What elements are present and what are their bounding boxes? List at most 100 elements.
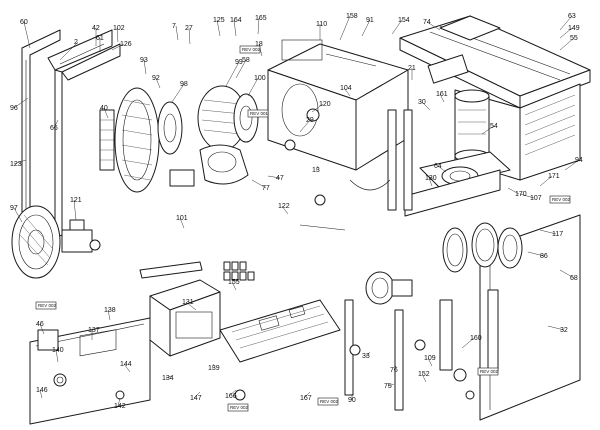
small-fittings	[115, 108, 475, 401]
part-callout: 140	[52, 347, 64, 354]
pipework	[139, 109, 499, 411]
leader-line	[107, 309, 111, 321]
part-callout: 27	[185, 25, 193, 32]
control-box	[149, 279, 221, 357]
leader-line	[185, 301, 197, 311]
part-callout: 47	[276, 175, 284, 182]
part-callout: 102	[113, 25, 125, 32]
part-callout: 170	[515, 191, 527, 198]
leader-line	[391, 19, 403, 35]
terminal-blocks	[223, 261, 255, 281]
part-callout: 158	[346, 13, 358, 20]
revision-tag-label: REV 002	[320, 399, 339, 404]
leader-line	[559, 27, 573, 39]
part-callout: 76	[390, 367, 398, 374]
leader-line	[387, 383, 395, 387]
part-callout: 104	[340, 85, 352, 92]
part-callout: 93	[140, 57, 148, 64]
revision-tag: REV 002	[227, 403, 249, 412]
leader-line	[365, 351, 371, 357]
burner-cylinder	[197, 85, 259, 151]
part-callout: 171	[548, 173, 560, 180]
part-callout: 32	[560, 327, 568, 334]
leader-line	[188, 27, 191, 45]
part-callout: 146	[36, 387, 48, 394]
circulation-pump	[365, 271, 413, 305]
leader-line	[103, 107, 109, 119]
part-callout: 144	[120, 361, 132, 368]
leader-line	[393, 365, 397, 371]
part-callout: 96	[10, 105, 18, 112]
leader-line	[539, 229, 557, 235]
leader-line	[193, 391, 201, 399]
part-callout: 66	[50, 125, 58, 132]
part-callout: 123	[10, 161, 22, 168]
leader-line	[427, 357, 433, 367]
part-callout: 30	[418, 99, 426, 106]
part-callout: 130	[425, 175, 437, 182]
ring-gaskets	[442, 222, 523, 273]
leader-lines	[13, 15, 580, 407]
part-callout: 121	[70, 197, 82, 204]
part-callout: 120	[319, 101, 331, 108]
revision-tag-label: REV 002	[230, 405, 249, 410]
part-callout: 139	[208, 365, 220, 372]
part-callout: 147	[190, 395, 202, 402]
revision-tag: REV 002	[549, 195, 571, 204]
leader-line	[53, 119, 59, 129]
leader-line	[527, 251, 545, 257]
revision-tag: REV 002	[317, 397, 339, 406]
leader-line	[73, 199, 77, 221]
leader-line	[564, 159, 580, 171]
part-callout: 131	[182, 299, 194, 306]
revision-tag-box	[35, 301, 57, 310]
leader-line	[165, 375, 173, 379]
part-callout: 160	[470, 335, 482, 342]
leader-line	[428, 177, 433, 187]
leader-line	[315, 165, 319, 171]
leader-line	[559, 269, 575, 279]
part-callout: 165	[255, 15, 267, 22]
revision-tag-box	[227, 403, 249, 412]
part-callout: 134	[162, 375, 174, 382]
part-callout: 2	[74, 39, 78, 46]
revision-tag-box	[477, 367, 499, 376]
leader-line	[303, 391, 311, 399]
blower-fan	[169, 144, 249, 187]
part-callout: 64	[434, 163, 442, 170]
part-callout: 167	[300, 395, 312, 402]
leader-line	[343, 87, 351, 97]
part-callout: 92	[152, 75, 160, 82]
part-callout: 75	[384, 383, 392, 390]
part-callout: 86	[540, 253, 548, 260]
leader-line	[559, 15, 573, 31]
leader-line	[339, 15, 351, 41]
leader-line	[311, 103, 324, 113]
leader-line	[39, 389, 43, 399]
leader-line	[426, 21, 441, 31]
part-callout: 40	[100, 105, 108, 112]
part-callout: 63	[568, 13, 576, 20]
leader-line	[461, 337, 475, 349]
part-callout: 107	[530, 195, 542, 202]
revision-tag-box	[549, 195, 571, 204]
leader-line	[59, 41, 79, 61]
part-callout: 109	[424, 355, 436, 362]
leader-line	[216, 19, 221, 37]
leader-line	[175, 25, 179, 41]
leader-line	[228, 389, 237, 397]
leader-line	[13, 97, 29, 109]
leader-line	[23, 21, 31, 49]
part-callout: 97	[10, 205, 18, 212]
part-callout: 58	[242, 57, 250, 64]
part-callout: 126	[120, 41, 132, 48]
part-callout: 164	[230, 17, 242, 24]
part-callout: 94	[575, 157, 583, 164]
revision-tag: REV 002	[35, 301, 57, 310]
leader-line	[111, 43, 125, 51]
leader-line	[507, 187, 520, 195]
leader-line	[251, 179, 267, 189]
part-callout: 110	[316, 21, 327, 28]
